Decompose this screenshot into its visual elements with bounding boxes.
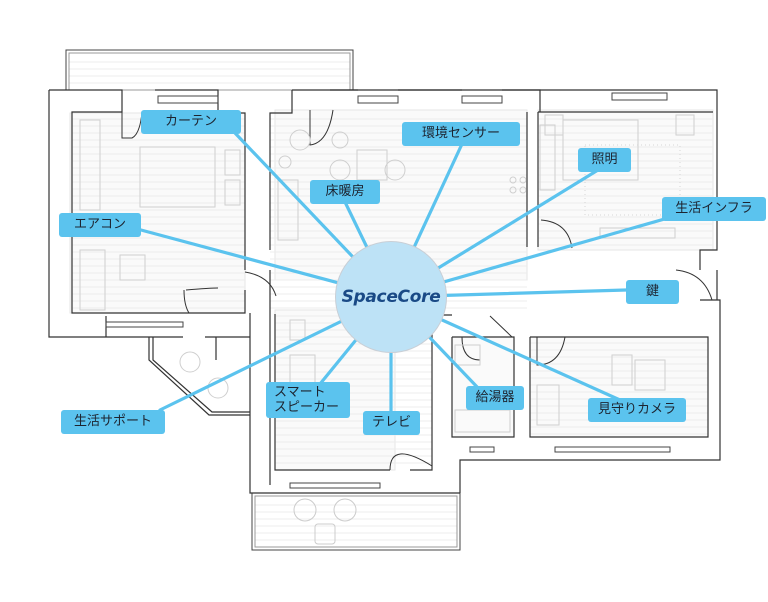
device-label-life-support: 生活サポート — [61, 410, 165, 434]
spacecore-hub: SpaceCore — [335, 241, 447, 353]
device-label-env-sensor: 環境センサー — [402, 122, 520, 146]
device-label-curtain: カーテン — [141, 110, 241, 134]
windows — [105, 92, 671, 489]
doors — [121, 109, 713, 471]
device-label-watch-camera: 見守りカメラ — [588, 398, 686, 422]
furniture — [79, 114, 695, 433]
balcony-top — [65, 49, 354, 91]
device-label-tv: テレビ — [363, 411, 420, 435]
hub-label: SpaceCore — [341, 287, 441, 307]
walls — [48, 89, 721, 494]
device-label-smart-speaker: スマート スピーカー — [266, 382, 350, 418]
device-label-water-heater: 給湯器 — [466, 386, 524, 410]
device-label-life-infra: 生活インフラ — [662, 197, 766, 221]
device-label-floor-heating: 床暖房 — [310, 180, 380, 204]
device-label-lighting: 照明 — [578, 148, 631, 172]
device-label-lock: 鍵 — [626, 280, 679, 304]
device-label-aircon: エアコン — [59, 213, 141, 237]
balcony-bottom — [251, 492, 461, 551]
